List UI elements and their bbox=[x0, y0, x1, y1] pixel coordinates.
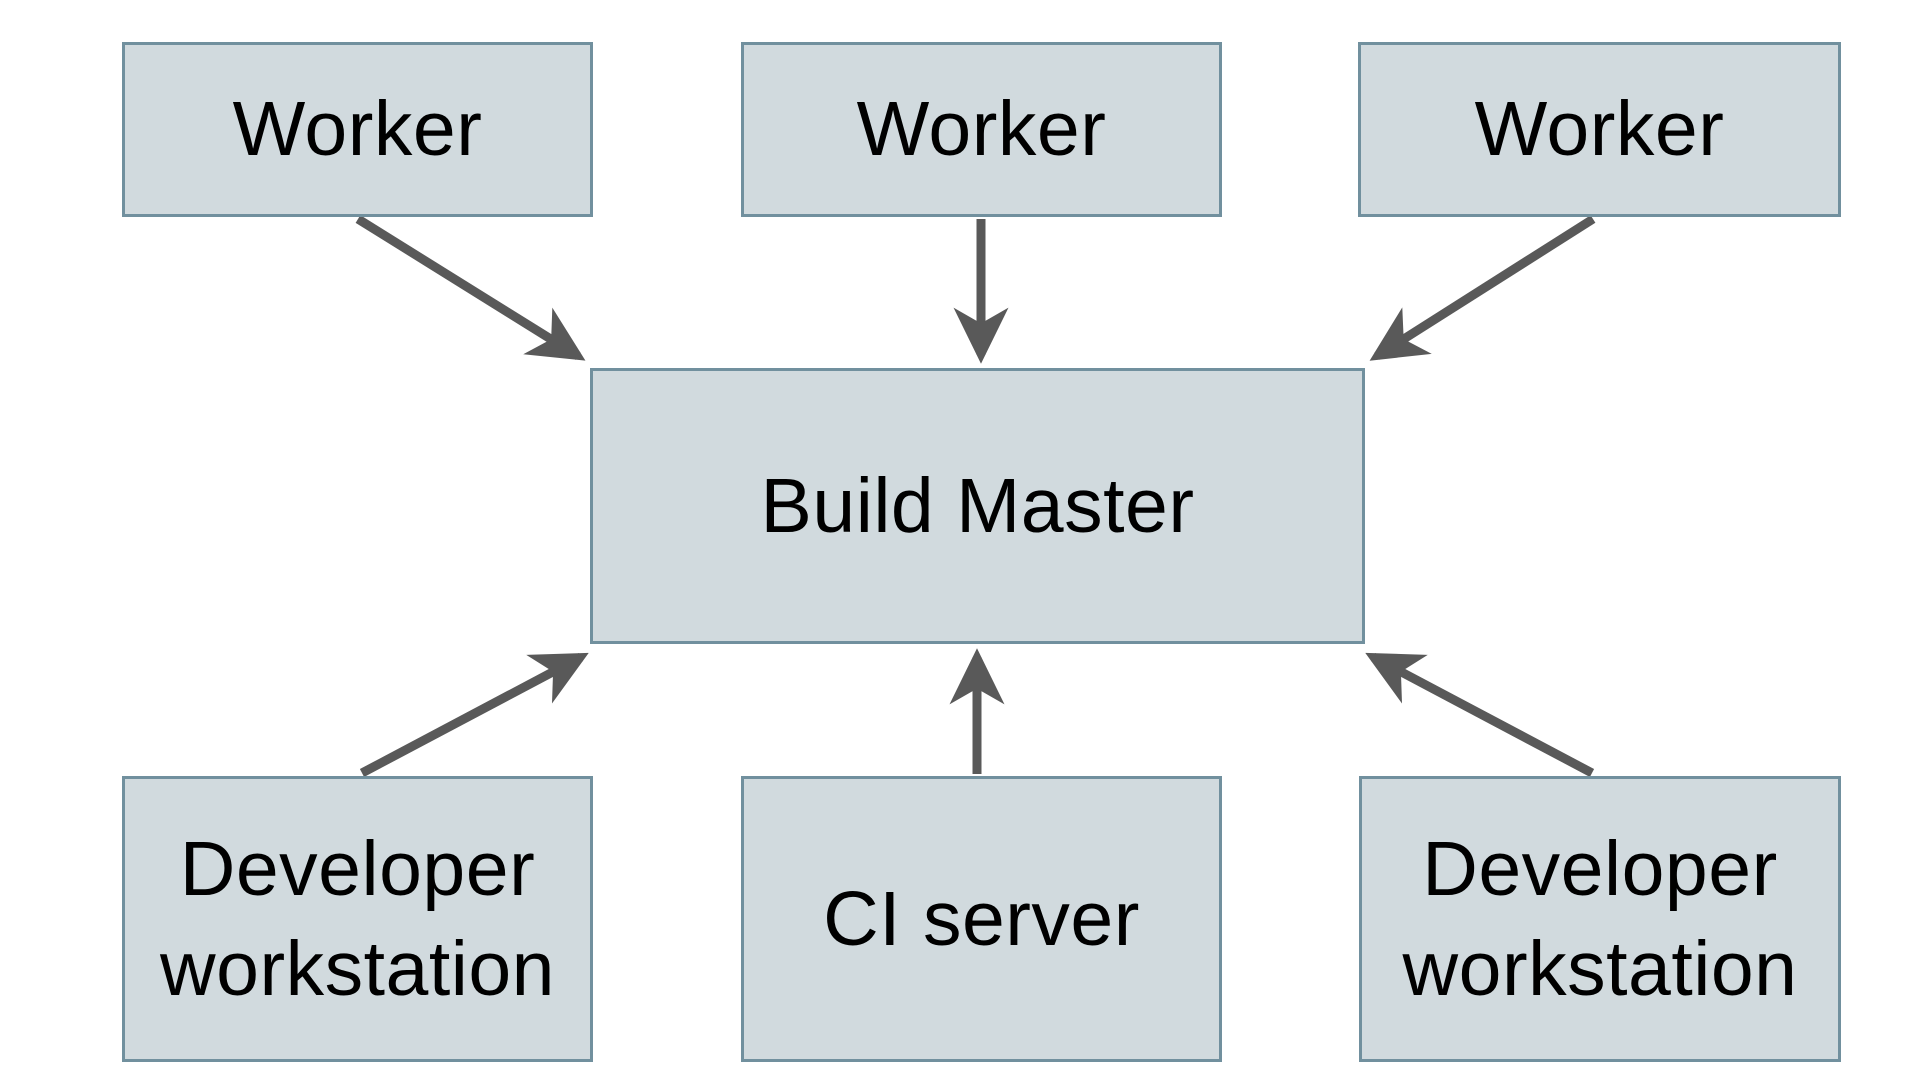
node-worker-1-label: Worker bbox=[232, 86, 483, 173]
node-worker-2-label: Worker bbox=[856, 86, 1107, 173]
edge-worker3-to-buildmaster bbox=[1369, 215, 1596, 361]
node-developer-workstation-right: Developer workstation bbox=[1359, 776, 1841, 1062]
node-worker-2: Worker bbox=[741, 42, 1222, 217]
edge-worker1-to-buildmaster bbox=[355, 215, 586, 361]
node-build-master: Build Master bbox=[590, 368, 1365, 644]
node-worker-3-label: Worker bbox=[1474, 86, 1725, 173]
edge-devright-to-buildmaster bbox=[1365, 652, 1595, 777]
node-developer-workstation-right-label: Developer workstation bbox=[1402, 825, 1798, 1012]
node-worker-3: Worker bbox=[1358, 42, 1841, 217]
node-ci-server: CI server bbox=[741, 776, 1222, 1062]
node-developer-workstation-left-label: Developer workstation bbox=[160, 825, 555, 1012]
node-developer-workstation-left: Developer workstation bbox=[122, 776, 593, 1062]
edge-devleft-to-buildmaster bbox=[359, 652, 589, 777]
node-worker-1: Worker bbox=[122, 42, 593, 217]
node-ci-server-label: CI server bbox=[823, 875, 1140, 962]
node-build-master-label: Build Master bbox=[760, 462, 1195, 549]
